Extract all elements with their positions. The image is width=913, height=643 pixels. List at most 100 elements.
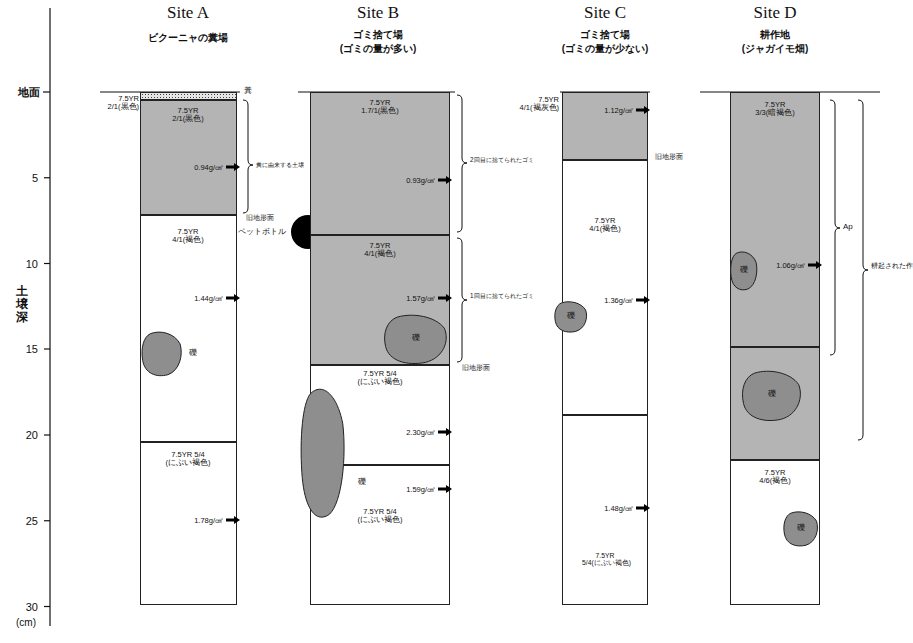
soil-layer: 7.5YR 4/1(褐灰色)1.12g/㎤ — [562, 92, 648, 160]
text-slot: 7.5YR 2/1(黒色) — [165, 107, 211, 124]
brace — [858, 100, 868, 440]
text-slot: 7.5YR 5/4 (にぶい褐色) — [165, 451, 211, 468]
rock: 礫 — [741, 370, 803, 422]
munsell-color: 7.5YR 2/1(黒色) — [165, 107, 211, 124]
text-slot: 7.5YR 4/1(褐色) — [357, 242, 403, 259]
site-note: (ゴミの量が少ない) — [545, 43, 665, 54]
site-title: Site C — [545, 4, 665, 23]
rock: 礫 — [554, 301, 588, 333]
text-slot: ビクーニャの糞場 — [128, 32, 248, 43]
munsell-color: 7.5YR 3/3(暗褐色) — [752, 101, 798, 118]
density-arrow — [636, 504, 650, 512]
text-slot: 礫 — [738, 266, 750, 275]
density-arrow — [438, 176, 452, 184]
tick — [44, 520, 50, 521]
text-slot: 7.5YR 4/1(褐色) — [582, 217, 628, 234]
rock-shape — [385, 315, 447, 363]
text-slot: (ゴミの量が多い) — [318, 43, 438, 54]
tick — [44, 434, 50, 435]
depth-tick: 25 — [8, 515, 38, 527]
text-slot: 礫 — [795, 524, 807, 533]
density-arrow — [226, 516, 240, 524]
rock-shape — [301, 389, 344, 517]
rock-label: 礫 — [766, 390, 778, 399]
rock-label: 礫 — [565, 312, 577, 321]
site-note: (ゴミの量が多い) — [318, 43, 438, 54]
arrow-group — [226, 106, 822, 524]
tick — [44, 263, 50, 264]
brace-note: 糞に由来する土壌 — [256, 162, 310, 169]
soil-layer: 7.5YR 5/4 (にぶい褐色) 1.78g/㎤ — [140, 442, 237, 605]
text-slot: 7.5YR 4/1(褐灰色) — [511, 96, 559, 113]
rock-shape — [142, 332, 181, 376]
depth-tick: 10 — [8, 258, 38, 270]
munsell-color: 7.5YR 1.7/1(黒色) — [357, 99, 403, 116]
bulk-density: 1.57g/㎤ — [315, 295, 435, 303]
brace-note: 耕起された作土層 — [871, 262, 911, 269]
density-arrow — [438, 428, 452, 436]
soil-layer: 7.5YR 5/4 (にぶい褐色)2.30g/㎤礫 — [310, 365, 450, 465]
bulk-density: 1.48g/㎤ — [567, 505, 633, 513]
axis-unit: (cm) — [6, 617, 46, 628]
site-name: 耕作地 — [715, 29, 835, 40]
text-slot: 礫 — [355, 478, 369, 487]
bulk-density: 0.93g/㎤ — [315, 177, 435, 185]
text-slot: 1.44g/㎤ — [145, 295, 223, 303]
text-slot: 7.5YR 5/4 (にぶい褐色) — [357, 370, 403, 387]
text-slot: 地面 — [4, 86, 40, 98]
site-title: Site D — [715, 4, 835, 23]
text-slot: Ap — [843, 223, 857, 232]
munsell-color: 7.5YR 4/1(褐色) — [357, 242, 403, 259]
depth-tick: 5 — [8, 172, 38, 184]
text-slot: 25 — [8, 515, 38, 527]
text-slot: 礫 — [187, 349, 199, 358]
text-slot: 7.5YR 5/4(にぶい褐色) — [582, 552, 628, 567]
rock-shape — [555, 302, 587, 332]
munsell-color: 7.5YR 4/1(褐灰色) — [511, 96, 559, 113]
brace — [243, 100, 253, 213]
munsell-color: 7.5YR 5/4 (にぶい褐色) — [165, 451, 211, 468]
text-slot: 10 — [8, 258, 38, 270]
text-slot: 糞に由来する土壌 — [256, 162, 310, 169]
density-arrow — [636, 106, 650, 114]
site-title: Site A — [128, 4, 248, 23]
text-slot: 礫 — [766, 390, 778, 399]
munsell-color: 7.5YR 2/1(黒色) — [103, 95, 139, 112]
text-slot: 2回目に捨てられたゴミ — [470, 157, 532, 164]
text-slot: 1.12g/㎤ — [567, 107, 633, 115]
depth-tick: 30 — [8, 601, 38, 613]
text-slot: 15 — [8, 343, 38, 355]
rock-outline — [141, 331, 183, 377]
depth-axis — [49, 8, 50, 626]
text-slot: 0.94g/㎤ — [145, 164, 223, 172]
text-slot: 土壌深 — [15, 285, 29, 325]
munsell-color: 7.5YR 4/1(褐色) — [582, 217, 628, 234]
density-arrow — [226, 294, 240, 302]
rock: 礫 — [141, 331, 201, 377]
text-slot: (cm) — [6, 617, 46, 628]
depth-tick: 20 — [8, 429, 38, 441]
rock-shape — [731, 252, 757, 290]
brace — [830, 100, 840, 355]
rock-label: 礫 — [410, 334, 422, 343]
text-slot: 7.5YR 3/3(暗褐色) — [752, 101, 798, 118]
tick — [44, 348, 50, 349]
text-slot: 30 — [8, 601, 38, 613]
text-slot: Site A — [128, 4, 248, 23]
axis-ticks — [43, 92, 50, 607]
text-slot: 礫 — [565, 312, 577, 321]
munsell-color: 7.5YR 5/4(にぶい褐色) — [582, 552, 628, 567]
rock-outline — [300, 386, 346, 521]
text-slot: 旧地形面 — [462, 364, 496, 372]
munsell-color: 7.5YR 5/4 (にぶい褐色) — [357, 370, 403, 387]
soil-layer: 7.5YR 4/6(褐色)礫 — [730, 460, 820, 605]
munsell-color: 7.5YR 5/4 (にぶい褐色) — [357, 508, 403, 525]
soil-layer: 7.5YR 2/1(黒色) 0.94g/㎤ — [140, 100, 237, 215]
brace — [457, 95, 467, 232]
text-slot: 5 — [8, 172, 38, 184]
rock-shape — [784, 512, 818, 546]
site-title: Site B — [318, 4, 438, 23]
bulk-density: 1.78g/㎤ — [145, 517, 223, 525]
axis-title: 土壌深 — [16, 285, 28, 325]
